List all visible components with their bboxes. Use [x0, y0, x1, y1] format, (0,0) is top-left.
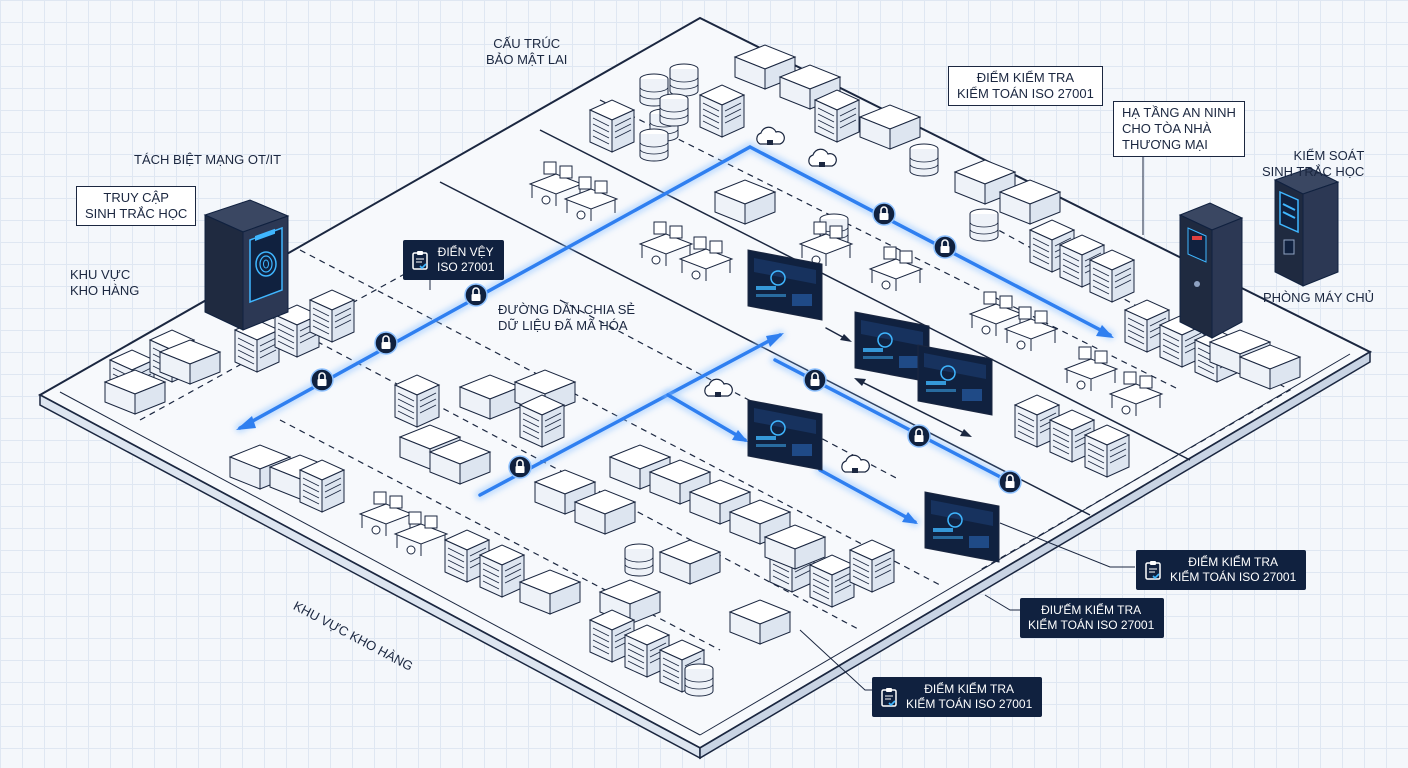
- zone-partitions: [139, 99, 1292, 651]
- leader-lines: [429, 155, 1144, 691]
- audit-badge-2-line1: ĐIỂM KIỂM TRA: [1188, 555, 1279, 569]
- biometric-kiosk-left: [203, 199, 290, 331]
- encrypted-path-line1: ĐƯỜNG DẪN CHIA SẺ: [498, 302, 636, 317]
- commercial-infra-label: HẠ TẦNG AN NINH CHO TÒA NHÀ THƯƠNG MẠI: [1113, 101, 1245, 157]
- audit-badge-1: ĐIỂN VỆY ISO 27001: [403, 240, 505, 280]
- commercial-infra-line1: HẠ TẦNG AN NINH: [1122, 105, 1236, 120]
- audit-badge-4-line1: ĐIỂM KIỂM TRA: [924, 682, 1015, 696]
- biometric-control-label: KIỂM SOÁT SINH TRẮC HỌC: [1262, 148, 1364, 180]
- warehouse-area-left-line1: KHU VỰC: [70, 267, 131, 282]
- lai-architecture-line1: CẤU TRÚC: [493, 36, 561, 51]
- clipboard-check-icon: [412, 251, 428, 270]
- encrypted-data-flows: [235, 141, 1115, 527]
- encrypted-path-line2: DỮ LIỆU ĐÃ MÃ HÓA: [498, 318, 628, 333]
- warehouse-area-left-line2: KHO HÀNG: [70, 283, 140, 298]
- audit-badge-1-line1: ĐIỂN VỆY: [437, 245, 494, 259]
- audit-badge-4: ĐIỂM KIỂM TRA KIỂM TOÁN ISO 27001: [872, 677, 1043, 717]
- server-room-label: PHÒNG MÁY CHỦ: [1263, 290, 1374, 305]
- biometric-control-line1: KIỂM SOÁT: [1293, 148, 1365, 163]
- biometric-access-line2: SINH TRẮC HỌC: [85, 206, 188, 221]
- ot-it-separation-label: TÁCH BIỆT MẠNG OT/IT: [134, 152, 282, 167]
- clipboard-check-icon: [1145, 561, 1161, 580]
- audit-checkpoint-top-label: ĐIỂM KIỂM TRA KIỂM TOÁN ISO 27001: [948, 66, 1103, 106]
- encrypted-path-label: ĐƯỜNG DẪN CHIA SẺ DỮ LIỆU ĐÃ MÃ HÓA: [498, 302, 635, 334]
- audit-badge-3: ĐIƯẾM KIỂM TRA KIỂM TOÁN ISO 27001: [1020, 598, 1165, 638]
- audit-badge-2: ĐIỂM KIỂM TRA KIỂM TOÁN ISO 27001: [1136, 550, 1307, 590]
- audit-badge-3-line2: KIỂM TOÁN ISO 27001: [1028, 618, 1155, 632]
- commercial-infra-line3: THƯƠNG MẠI: [1122, 137, 1208, 152]
- biometric-access-line1: TRUY CẬP: [103, 190, 169, 205]
- biometric-control-line2: SINH TRẮC HỌC: [1262, 164, 1365, 179]
- lai-architecture-label: CẤU TRÚC BẢO MẬT LAI: [486, 36, 567, 68]
- biometric-kiosk-right: [1178, 167, 1340, 339]
- audit-top-line1: ĐIỂM KIỂM TRA: [976, 70, 1075, 85]
- audit-badge-4-line2: KIỂM TOÁN ISO 27001: [906, 697, 1033, 711]
- commercial-infra-line2: CHO TÒA NHÀ: [1122, 121, 1212, 136]
- lai-architecture-line2: BẢO MẬT LAI: [486, 52, 568, 67]
- warehouse-area-left-label: KHU VỰC KHO HÀNG: [70, 267, 139, 299]
- audit-top-line2: KIỂM TOÁN ISO 27001: [957, 86, 1094, 101]
- audit-badge-2-line2: KIỂM TOÁN ISO 27001: [1170, 570, 1297, 584]
- audit-badge-3-line1: ĐIƯẾM KIỂM TRA: [1041, 603, 1142, 617]
- biometric-access-label: TRUY CẬP SINH TRẮC HỌC: [76, 186, 197, 226]
- audit-badge-1-line2: ISO 27001: [437, 260, 495, 274]
- clipboard-check-icon: [881, 688, 897, 707]
